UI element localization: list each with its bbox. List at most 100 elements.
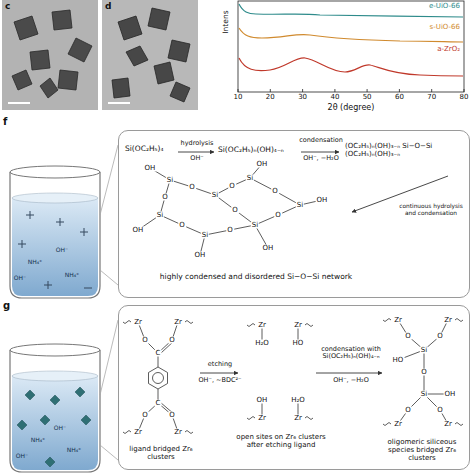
- atom-label: Zr: [393, 421, 403, 428]
- tem-image-part-part: [68, 38, 92, 62]
- beaker-part-part: [56, 218, 64, 226]
- beaker-part: [12, 376, 98, 470]
- tem-image-part-part: [52, 10, 72, 30]
- arrow-label: etching: [195, 361, 245, 368]
- atom-label: Zr: [393, 317, 403, 324]
- reaction-arrow-part: [200, 373, 238, 374]
- caption-text: open sites on Zr₆ clusters after etching…: [234, 433, 328, 449]
- zr-cluster-structure-part: [305, 417, 313, 420]
- formula-text: (OC₂H₅)ₙ(OH)₃₋ₙ Si−O−Si (OC₂H₅)ₙ(OH)₃₋ₙ: [345, 142, 467, 158]
- atom-label: H₂O: [290, 397, 306, 404]
- arrow-label: hydrolysis: [172, 140, 222, 147]
- zr-cluster-structure-part: [247, 324, 255, 327]
- tem-image-part-part: [58, 70, 78, 90]
- zr-cluster-structure-part: [398, 394, 424, 424]
- zr-cluster-structure-part: [424, 394, 448, 424]
- zr-cluster-structure-part: [383, 423, 391, 426]
- zr-cluster-structure-part: [149, 367, 168, 389]
- beaker: [10, 344, 100, 472]
- tem-image-part: [12, 10, 92, 98]
- atom-label: Zr: [133, 429, 143, 436]
- ion-label: NH₄⁺: [67, 447, 82, 453]
- axis-label: Intens: [222, 10, 230, 33]
- atom-label: O: [161, 194, 169, 201]
- beaker-part: [12, 371, 98, 381]
- series-label: e-UiO-66: [429, 3, 460, 10]
- tem-image-part: [112, 8, 190, 102]
- xrd-chart: [238, 1, 464, 92]
- zr-cluster-structure-part: [138, 322, 158, 353]
- beaker-part-part: [26, 211, 34, 219]
- beaker-part-part: [50, 395, 60, 405]
- atom-label: Zr: [293, 415, 303, 422]
- beaker-part: [10, 350, 100, 472]
- arrow-label: OH⁻: [177, 155, 217, 162]
- arrow-label: continuous hydrolysis and condensation: [393, 203, 469, 216]
- tick-label: 40: [330, 94, 339, 101]
- reaction-arrow-part: [301, 152, 339, 153]
- tem-image-part: [102, 0, 198, 110]
- zr-cluster-structure-part: [247, 417, 255, 420]
- atom-label: HO: [292, 340, 305, 347]
- atom-label: C: [155, 400, 162, 407]
- atom-label: Si: [251, 222, 259, 229]
- beaker-part: [10, 172, 100, 298]
- beaker-part: [12, 198, 98, 296]
- zr-cluster-structure-part: [305, 324, 313, 327]
- formula-text: Si(OC₂H₅)ₙ(OH)₄₋ₙ: [218, 146, 298, 155]
- atom-label: O: [168, 337, 176, 344]
- atom-label: OH: [316, 197, 329, 204]
- beaker-part-part: [18, 240, 26, 248]
- xrd-chart-part-part: [334, 89, 335, 92]
- zr-cluster-structure-part: [398, 320, 448, 350]
- zr-cluster-structure-part: [185, 321, 193, 324]
- zr-cluster-structure-part: [123, 321, 131, 324]
- silica-network-part: [250, 178, 300, 205]
- silica-network-part: [170, 180, 215, 195]
- xrd-chart-part: [239, 4, 463, 17]
- beaker-part: [10, 344, 100, 356]
- silica-network: [138, 164, 322, 255]
- callout-line: [100, 145, 118, 285]
- atom-label: Zr: [133, 319, 143, 326]
- xrd-chart-part-part: [399, 89, 400, 92]
- series-label: s-UiO-66: [430, 24, 460, 31]
- beaker-part-part: [75, 387, 85, 397]
- zr-cluster-structure: [123, 319, 463, 434]
- caption-text: oligomeric siliceous species bridged Zr₆…: [377, 438, 467, 462]
- atom-label: O: [141, 337, 149, 344]
- tem-image-part-part: [154, 62, 174, 84]
- beaker-part-part: [81, 415, 91, 425]
- atom-label: O: [404, 333, 412, 340]
- beaker-part-part: [84, 284, 92, 288]
- silica-network-part: [255, 205, 300, 225]
- beaker-part: [10, 166, 100, 178]
- tick-label: 10: [234, 94, 243, 101]
- zr-cluster-structure-part: [185, 431, 193, 434]
- arrow-label: OH⁻, −H₂O: [293, 155, 349, 162]
- atom-label: OH: [132, 227, 145, 234]
- beaker-part: [18, 211, 92, 289]
- tem-image-part: [2, 0, 98, 110]
- reaction-arrow-part: [178, 152, 214, 153]
- atom-label: Zr: [257, 322, 267, 329]
- tick-label: 70: [427, 94, 436, 101]
- atom-label: Si: [211, 192, 219, 199]
- tem-image-part-part: [14, 16, 38, 40]
- zr-cluster-structure-part: [383, 319, 391, 322]
- atom-label: O: [178, 222, 186, 229]
- tick-label: 30: [298, 94, 307, 101]
- caption-text: highly condensed and disordered Si−O−Si …: [141, 273, 371, 282]
- tem-image-part-part: [30, 50, 50, 70]
- beaker-part-part: [80, 228, 88, 236]
- atom-label: O: [226, 227, 234, 234]
- xrd-chart-part: [239, 58, 463, 76]
- zr-cluster-structure-part: [123, 431, 131, 434]
- beaker-part-part: [17, 420, 27, 430]
- silica-network-part: [215, 178, 250, 195]
- beaker-part-part: [40, 415, 50, 425]
- zr-cluster-structure-part: [455, 423, 463, 426]
- ion-label: NH₄⁺: [31, 437, 46, 443]
- xrd-chart-part-part: [431, 89, 432, 92]
- arrow-label: OH⁻, −H₂O: [321, 377, 381, 384]
